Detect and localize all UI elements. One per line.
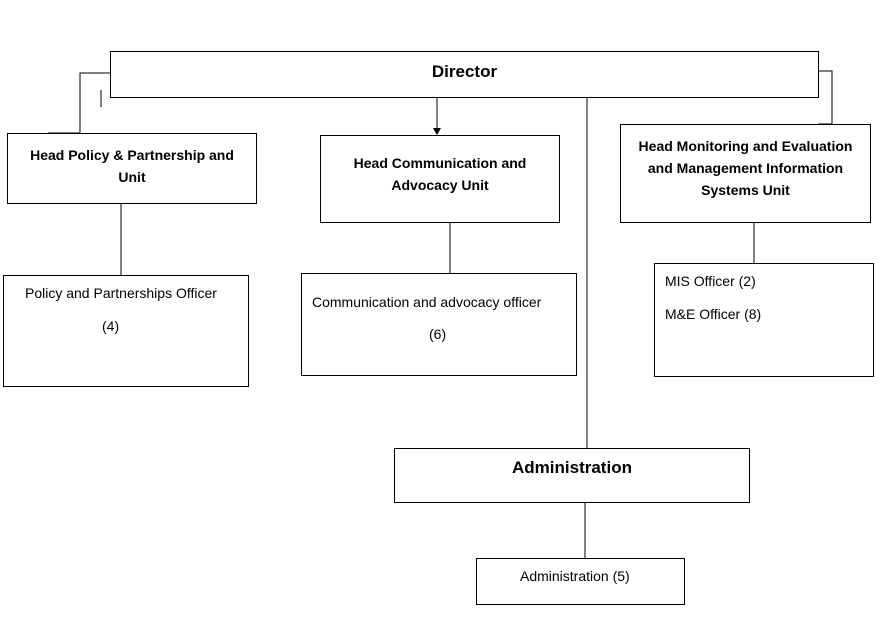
communication-head-box: Head Communication and Advocacy Unit [320, 135, 560, 223]
communication-officer-box: Communication and advocacy officer (6) [301, 273, 577, 376]
communication-officer-title: Communication and advocacy officer [312, 294, 542, 310]
communication-officer-count: (6) [429, 326, 447, 342]
me-officer-label: M&E Officer (8) [665, 306, 762, 322]
policy-head-title: Head Policy & Partnership and Unit [30, 147, 234, 185]
monitoring-officers-box: MIS Officer (2) M&E Officer (8) [654, 263, 874, 377]
policy-officer-box: Policy and Partnerships Officer (4) [3, 275, 249, 387]
communication-head-title: Head Communication and Advocacy Unit [353, 155, 527, 193]
administration-staff-label: Administration (5) [520, 568, 630, 584]
director-title: Director [431, 62, 498, 81]
monitoring-head-title: Head Monitoring and Evaluation and Manag… [638, 138, 853, 198]
monitoring-head-box: Head Monitoring and Evaluation and Manag… [620, 124, 871, 223]
mis-officer-label: MIS Officer (2) [665, 273, 756, 289]
connector-director-monitoring [818, 70, 833, 125]
policy-head-box: Head Policy & Partnership and Unit [7, 133, 257, 204]
administration-box: Administration [394, 448, 750, 503]
administration-title: Administration [512, 458, 632, 477]
arrowhead-icon [433, 128, 441, 135]
policy-officer-count: (4) [102, 318, 120, 334]
administration-staff-box: Administration (5) [476, 558, 685, 605]
policy-officer-title: Policy and Partnerships Officer [25, 285, 217, 301]
director-box: Director [110, 51, 819, 98]
